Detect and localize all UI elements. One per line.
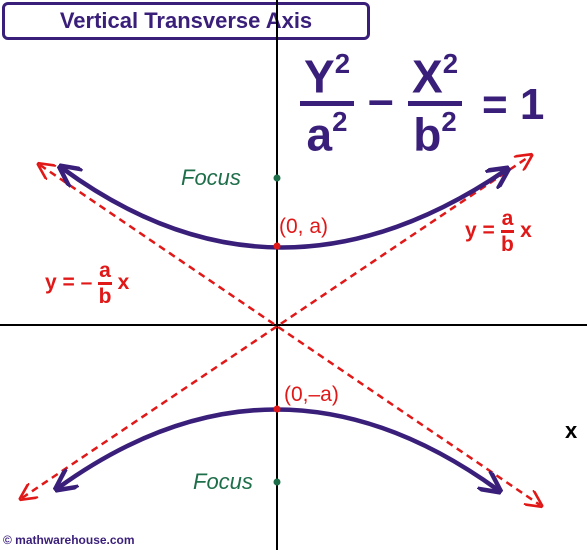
vertex-top-point [273,242,281,250]
equation-term-x: X2 b2 [408,50,463,161]
focus-bottom-point [273,478,281,486]
eq-den-a: a [306,108,333,161]
eq-num-y: Y [304,50,335,103]
copyright-text: © mathwarehouse.com [3,533,135,547]
eq-den-b: b [413,108,442,161]
x-axis-label: x [565,418,578,443]
vertex-top-label: (0, a) [279,215,329,238]
focus-bottom-label: Focus [193,469,253,494]
asymptote-negative [40,165,540,505]
upper-branch [62,168,506,250]
vertex-bottom-point [273,405,281,413]
focus-top-label: Focus [181,165,241,190]
equation-rhs: = 1 [482,80,545,129]
title-text: Vertical Transverse Axis [59,8,313,33]
vertex-bottom-label: (0,–a) [284,383,339,406]
equation-minus: – [368,73,394,125]
focus-top-point [273,174,281,182]
diagram-title: Vertical Transverse Axis [2,2,370,40]
equation-term-y: Y2 a2 [300,50,355,161]
eq-num-x: X [412,50,443,103]
